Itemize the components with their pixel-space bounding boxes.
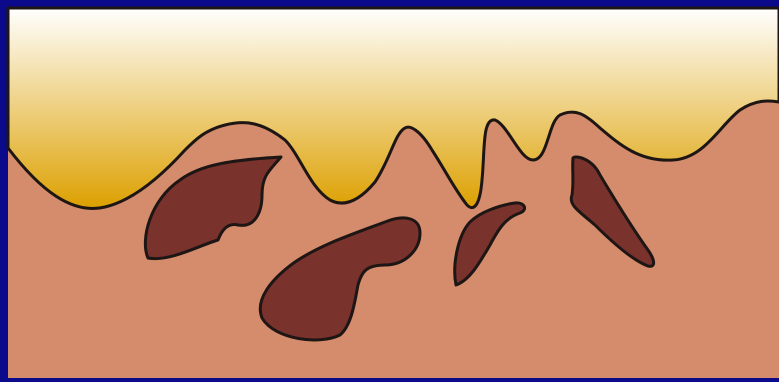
diagram-canvas <box>0 0 779 382</box>
diagram-svg <box>0 0 779 382</box>
